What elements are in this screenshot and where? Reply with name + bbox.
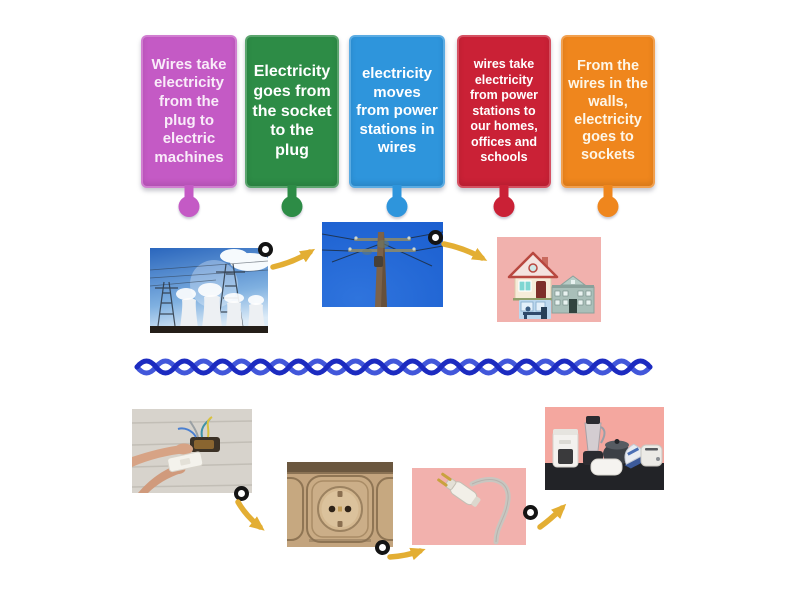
card-label: Wires take electricity from the plug to … [151,55,227,166]
arrow-pole-to-buildings [441,241,488,261]
target-dot-4[interactable] [375,540,390,555]
card-pin-dot[interactable] [281,196,303,217]
plug-with-cord-image [412,468,526,545]
target-dot-5[interactable] [523,505,538,520]
answer-card-4[interactable]: wires take electricity from power statio… [457,35,551,217]
answer-card-2[interactable]: Electricity goes from the socket to the … [245,35,339,217]
wall-socket-image [287,462,393,547]
card-pin-dot[interactable] [493,196,515,217]
card-label: Electricity goes from the socket to the … [252,62,332,160]
arrow-socket-to-plug [387,547,426,561]
arrow-plug-to-appliances [537,503,567,530]
rope-divider [134,358,653,376]
card-pin-stem [287,185,297,199]
answer-card-5[interactable]: From the wires in the walls, electricity… [561,35,655,217]
arrow-powerstation-to-pole [270,248,316,270]
electric-appliances-image [545,407,664,490]
card-pin-dot[interactable] [178,196,200,217]
electricity-pole-image [322,222,443,307]
card-pin-dot[interactable] [597,196,619,217]
card-label: From the wires in the walls, electricity… [568,57,648,164]
card-pin-stem [184,185,194,199]
target-dot-3[interactable] [234,486,249,501]
target-dot-1[interactable] [258,242,273,257]
socket-installation-image [132,409,252,493]
card-label: wires take electricity from power statio… [469,57,539,165]
answer-card-1[interactable]: Wires take electricity from the plug to … [141,35,237,217]
homes-offices-schools-image [497,237,601,322]
card-label: electricity moves from power stations in… [356,65,438,157]
target-dot-2[interactable] [428,230,443,245]
card-pin-stem [499,185,509,199]
card-pin-dot[interactable] [386,196,408,217]
card-pin-stem [603,185,613,199]
power-station-image [150,248,268,333]
card-pin-stem [392,185,402,199]
arrow-installation-to-socket [235,499,265,531]
answer-card-3[interactable]: electricity moves from power stations in… [349,35,445,217]
